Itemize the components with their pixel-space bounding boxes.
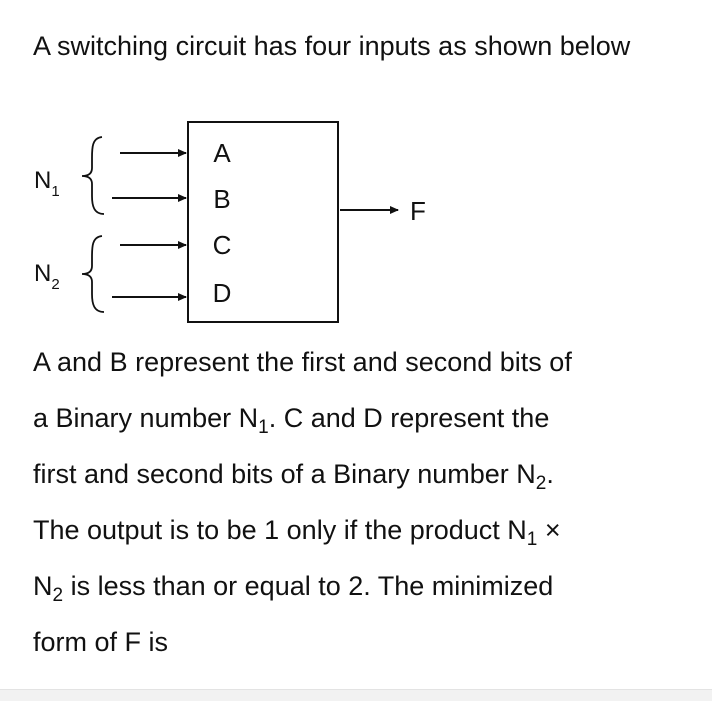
output-label-f: F: [410, 196, 426, 226]
circuit-box: [187, 121, 339, 323]
question-line: A and B represent the first and second b…: [33, 347, 572, 377]
question-line: form of F is: [33, 627, 169, 657]
n2-label: N2: [34, 260, 60, 293]
question-line: The output is to be 1 only if the produc…: [33, 515, 561, 550]
question-intro: A switching circuit has four inputs as s…: [33, 31, 631, 61]
input-label-a: A: [213, 138, 231, 168]
bottom-divider: [0, 689, 712, 701]
question-line: first and second bits of a Binary number…: [33, 459, 554, 494]
input-label-b: B: [213, 184, 230, 214]
question-line: a Binary number N1. C and D represent th…: [33, 403, 550, 438]
input-label-c: C: [213, 230, 232, 260]
n2-brace: [81, 235, 105, 313]
n1-brace: [81, 136, 105, 215]
input-label-d: D: [213, 278, 232, 308]
n1-label: N1: [34, 167, 60, 200]
question-body: A and B represent the first and second b…: [33, 338, 693, 674]
question-line: N2 is less than or equal to 2. The minim…: [33, 571, 554, 606]
